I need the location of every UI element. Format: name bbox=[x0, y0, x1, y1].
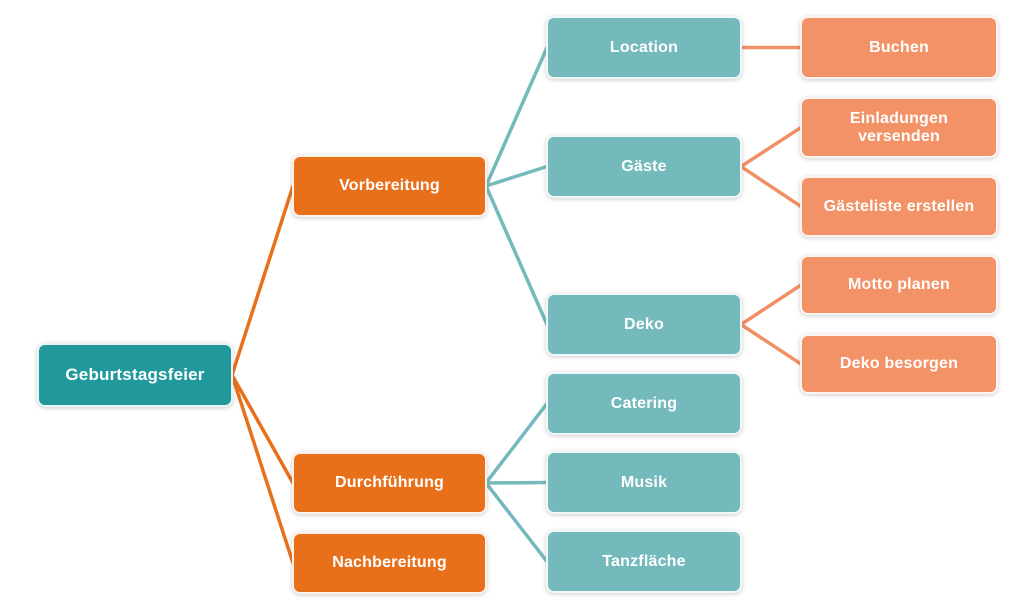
edge-gaeste-einladungen-versenden bbox=[739, 125, 803, 169]
edge-vorbereitung-location bbox=[484, 45, 549, 188]
node-geburtstagsfeier: Geburtstagsfeier bbox=[37, 343, 233, 407]
node-gaeste-label: Gäste bbox=[621, 157, 667, 175]
edge-durchfuehrung-musik bbox=[484, 480, 549, 485]
node-tanzflaeche: Tanzfläche bbox=[546, 530, 742, 593]
node-durchfuehrung: Durchführung bbox=[292, 452, 487, 514]
node-musik: Musik bbox=[546, 451, 742, 514]
node-gaesteliste-erstellen: Gästeliste erstellen bbox=[800, 176, 998, 237]
node-location-label: Location bbox=[609, 38, 679, 56]
node-deko: Deko bbox=[546, 293, 742, 356]
edge-geburtstagsfeier-nachbereitung bbox=[230, 373, 295, 565]
node-einladungen-versenden: Einladungen versenden bbox=[800, 97, 998, 158]
node-buchen: Buchen bbox=[800, 16, 998, 79]
node-catering-label: Catering bbox=[610, 394, 678, 412]
node-deko-label: Deko bbox=[624, 315, 664, 333]
node-einladungen-versenden-label: Einladungen versenden bbox=[849, 109, 949, 145]
node-motto-planen-label: Motto planen bbox=[848, 276, 950, 293]
node-deko-besorgen-label: Deko besorgen bbox=[839, 355, 959, 372]
edge-geburtstagsfeier-vorbereitung bbox=[230, 184, 295, 377]
node-nachbereitung-label: Nachbereitung bbox=[332, 554, 447, 571]
node-location: Location bbox=[546, 16, 742, 79]
node-gaesteliste-erstellen-label: Gästeliste erstellen bbox=[823, 197, 975, 215]
edge-geburtstagsfeier-durchfuehrung bbox=[230, 373, 295, 485]
node-buchen-label: Buchen bbox=[869, 38, 929, 56]
node-tanzflaeche-label: Tanzfläche bbox=[602, 552, 686, 570]
node-vorbereitung: Vorbereitung bbox=[292, 155, 487, 217]
node-vorbereitung-label: Vorbereitung bbox=[339, 177, 440, 194]
node-motto-planen: Motto planen bbox=[800, 255, 998, 315]
edge-durchfuehrung-tanzflaeche bbox=[484, 481, 549, 564]
node-deko-besorgen: Deko besorgen bbox=[800, 334, 998, 394]
node-nachbereitung: Nachbereitung bbox=[292, 532, 487, 594]
edge-vorbereitung-deko bbox=[484, 184, 549, 327]
edge-durchfuehrung-catering bbox=[484, 401, 549, 485]
edge-deko-deko-besorgen bbox=[739, 322, 803, 366]
edge-vorbereitung-gaeste bbox=[484, 164, 549, 188]
edge-gaeste-gaesteliste-erstellen bbox=[739, 164, 803, 209]
node-catering: Catering bbox=[546, 372, 742, 435]
node-musik-label: Musik bbox=[620, 473, 668, 491]
node-durchfuehrung-label: Durchführung bbox=[334, 474, 445, 491]
edge-deko-motto-planen bbox=[739, 283, 803, 327]
node-gaeste: Gäste bbox=[546, 135, 742, 198]
node-geburtstagsfeier-label: Geburtstagsfeier bbox=[65, 365, 205, 384]
